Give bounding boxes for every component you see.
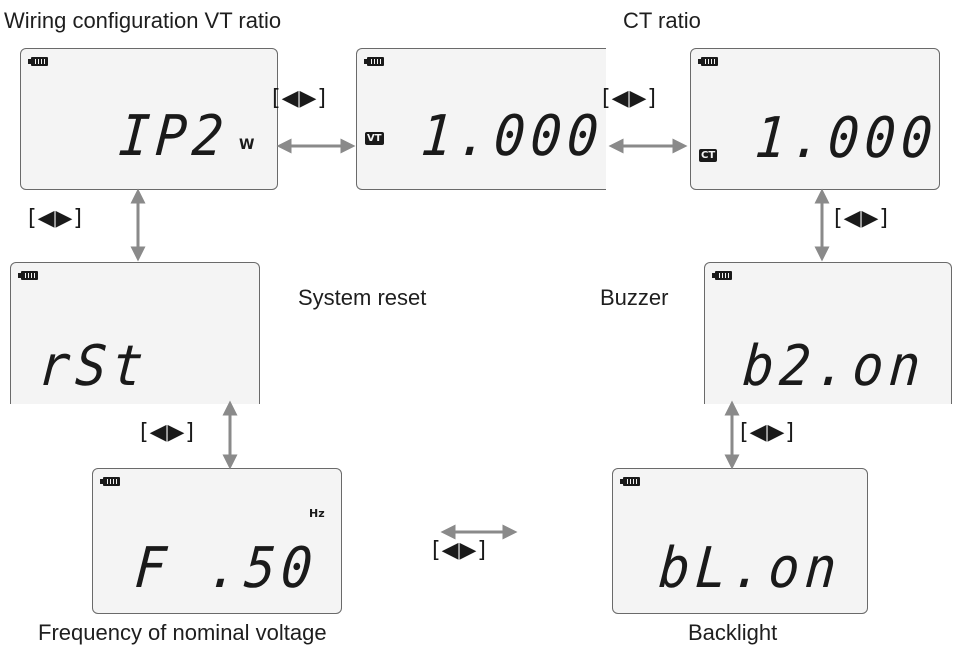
lcd-unit-frequency: Hz [309,507,325,520]
label-buzzer: Buzzer [600,285,669,310]
vt-tag: VT [365,132,384,145]
battery-icon [364,57,384,66]
nav-key-ct-buzzer: [◀▶] [834,206,890,231]
battery-icon [28,57,48,66]
battery-icon [698,57,718,66]
lcd-screen-ct: CT 1.000 [690,48,940,190]
nav-key-wiring-reset: [◀▶] [28,206,84,231]
label-system-reset: System reset [298,285,427,310]
lcd-screen-backlight: bL.on [612,468,868,614]
lcd-screen-reset: rSt [10,262,260,404]
nav-key-wiring-vt: [◀▶] [272,86,328,111]
nav-key-buzzer-backlight: [◀▶] [740,420,796,445]
ct-tag: CT [699,149,718,162]
label-wiring-vt: Wiring configuration VT ratio [4,8,282,33]
label-ct-ratio: CT ratio [623,8,701,33]
nav-key-vt-ct: [◀▶] [602,86,658,111]
lcd-screen-buzzer: b2.on [704,262,952,404]
lcd-unit-wiring: W [239,137,255,153]
lcd-screen-wiring: IP2 W [20,48,278,190]
nav-key-frequency-backlight: [◀▶] [432,538,488,563]
battery-icon [18,271,38,280]
lcd-screen-frequency: Hz F .50 [92,468,342,614]
battery-icon [712,271,732,280]
lcd-screen-vt: VT 1.000 [356,48,606,190]
battery-icon [620,477,640,486]
label-frequency: Frequency of nominal voltage [38,620,327,645]
label-backlight: Backlight [688,620,778,645]
nav-key-reset-frequency: [◀▶] [140,420,196,445]
battery-icon [100,477,120,486]
